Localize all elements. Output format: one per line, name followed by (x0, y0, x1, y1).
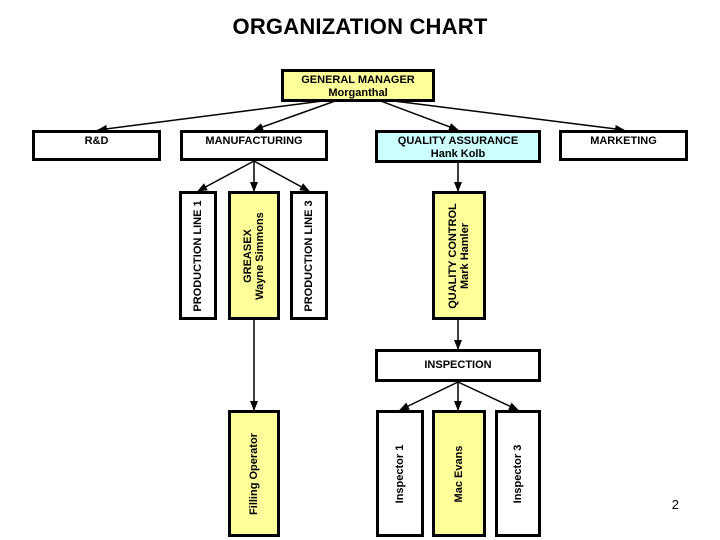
node-general-manager: GENERAL MANAGER Morganthal (281, 69, 435, 102)
node-production-line-1: PRODUCTION LINE 1 (179, 191, 217, 320)
node-role: GREASEX (242, 228, 254, 283)
page-title: ORGANIZATION CHART (232, 14, 488, 39)
node-manufacturing: MANUFACTURING (180, 130, 328, 161)
node-quality-control: QUALITY CONTROL Mark Hamler (432, 191, 486, 320)
node-role: QUALITY ASSURANCE (397, 135, 519, 147)
node-person: Wayne Simmons (254, 211, 266, 300)
node-mac-evans: Mac Evans (432, 410, 486, 537)
connector-manufacturing-to-production_line_3 (253, 160, 310, 192)
node-role: GENERAL MANAGER (301, 74, 415, 86)
page-number: 2 (671, 497, 679, 512)
node-role: PRODUCTION LINE 1 (192, 199, 204, 312)
node-inspector-3: Inspector 3 (495, 410, 541, 537)
node-role: MARKETING (590, 135, 657, 147)
node-role: INSPECTION (424, 359, 492, 371)
node-rnd: R&D (32, 130, 161, 161)
connector-general_manager-to-quality_assurance (377, 99, 459, 131)
connector-general_manager-to-rnd (97, 99, 331, 133)
node-inspector-1: Inspector 1 (376, 410, 424, 537)
connector-general_manager-to-marketing (385, 99, 625, 133)
node-inspection: INSPECTION (375, 349, 541, 382)
connector-manufacturing-to-production_line_1 (197, 160, 255, 192)
node-role: Inspector 1 (394, 444, 406, 503)
node-role: PRODUCTION LINE 3 (303, 199, 315, 312)
node-marketing: MARKETING (559, 130, 688, 161)
node-greasex: GREASEX Wayne Simmons (228, 191, 280, 320)
node-filling-operator: Filling Operator (228, 410, 280, 537)
node-role: MANUFACTURING (205, 135, 303, 147)
node-person: Hank Kolb (430, 148, 486, 160)
connector-general_manager-to-manufacturing (253, 99, 339, 131)
node-production-line-3: PRODUCTION LINE 3 (290, 191, 328, 320)
connector-inspection-to-inspector_1 (399, 381, 459, 411)
connector-inspection-to-inspector_3 (457, 381, 519, 411)
node-role: Filling Operator (248, 432, 260, 515)
node-quality-assurance: QUALITY ASSURANCE Hank Kolb (375, 130, 541, 163)
node-person: Morganthal (328, 87, 388, 99)
node-person: Mark Hamler (459, 222, 471, 289)
node-role: R&D (84, 135, 109, 147)
node-role: Inspector 3 (512, 444, 524, 503)
node-role: QUALITY CONTROL (447, 202, 459, 309)
node-role: Mac Evans (453, 445, 465, 502)
